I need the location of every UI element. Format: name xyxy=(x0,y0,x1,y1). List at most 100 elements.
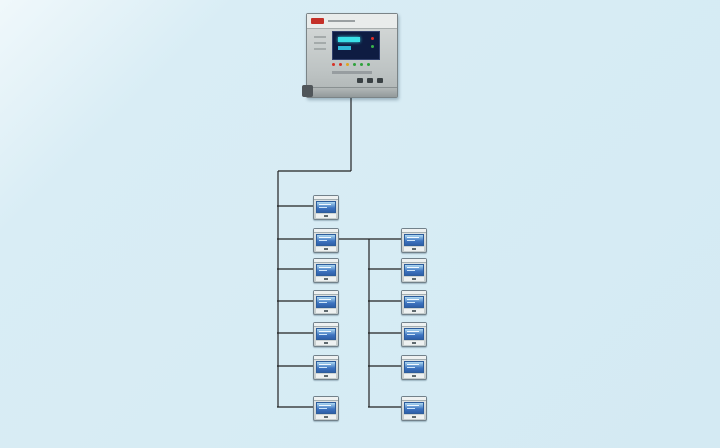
detector-screen xyxy=(404,234,424,246)
detector-cap xyxy=(402,291,426,295)
detector-cap xyxy=(402,229,426,233)
detector-cap xyxy=(314,229,338,233)
detector-screen xyxy=(316,361,336,373)
detector-screen-text-line xyxy=(319,405,331,406)
gas-detector-left-1 xyxy=(313,195,339,220)
detector-screen xyxy=(316,234,336,246)
detector-base xyxy=(404,247,424,251)
detector-screen-text-line xyxy=(319,302,327,303)
detector-terminal xyxy=(412,310,416,312)
detector-screen-text-line xyxy=(319,270,327,271)
detector-screen-text-line xyxy=(407,367,415,368)
model-label xyxy=(332,71,372,74)
gas-detector-left-7 xyxy=(313,396,339,421)
detector-base xyxy=(404,341,424,345)
detector-terminal xyxy=(324,342,328,344)
detector-terminal xyxy=(324,278,328,280)
speaker-vents xyxy=(314,36,326,54)
detector-base xyxy=(404,415,424,419)
detector-screen-text-line xyxy=(407,237,419,238)
display-alarm-dot xyxy=(371,37,374,40)
detector-screen-text-line xyxy=(407,240,415,241)
gas-detector-right-3 xyxy=(401,290,427,315)
detector-screen-text-line xyxy=(407,334,415,335)
detector-screen-text-line xyxy=(319,240,327,241)
detector-base xyxy=(316,214,336,218)
gas-detector-right-4 xyxy=(401,322,427,347)
gas-detector-left-5 xyxy=(313,322,339,347)
detector-screen xyxy=(404,264,424,276)
detector-cap xyxy=(402,259,426,263)
status-led-4 xyxy=(360,63,363,66)
detector-screen-text-line xyxy=(407,267,419,268)
gas-detector-right-6 xyxy=(401,396,427,421)
detector-terminal xyxy=(412,278,416,280)
detector-screen-text-line xyxy=(407,302,415,303)
gas-detector-left-3 xyxy=(313,258,339,283)
detector-screen-text-line xyxy=(319,237,331,238)
detector-terminal xyxy=(324,215,328,217)
detector-screen-text-line xyxy=(319,299,331,300)
detector-base xyxy=(316,374,336,378)
detector-screen-text-line xyxy=(319,207,327,208)
detector-base xyxy=(404,277,424,281)
detector-screen xyxy=(404,328,424,340)
detector-screen-text-line xyxy=(319,334,327,335)
detector-screen-text-line xyxy=(407,299,419,300)
status-led-3 xyxy=(353,63,356,66)
display-readout xyxy=(338,37,360,42)
detector-terminal xyxy=(412,375,416,377)
status-led-row xyxy=(332,63,370,66)
detector-terminal xyxy=(324,248,328,250)
gas-detector-right-1 xyxy=(401,228,427,253)
detector-base xyxy=(316,309,336,313)
brand-logo xyxy=(311,18,324,24)
detector-screen-text-line xyxy=(319,408,327,409)
gas-detector-left-4 xyxy=(313,290,339,315)
detector-cap xyxy=(314,356,338,360)
controller-bottom-panel xyxy=(307,87,397,97)
detector-screen-text-line xyxy=(407,405,419,406)
detector-screen-text-line xyxy=(319,367,327,368)
detector-screen-text-line xyxy=(407,364,419,365)
detector-screen xyxy=(404,402,424,414)
detector-cap xyxy=(314,397,338,401)
controller-title-text xyxy=(328,20,355,22)
gas-detector-left-2 xyxy=(313,228,339,253)
detector-screen-text-line xyxy=(407,408,415,409)
detector-screen xyxy=(316,328,336,340)
detector-terminal xyxy=(324,375,328,377)
status-led-5 xyxy=(367,63,370,66)
detector-base xyxy=(316,341,336,345)
display-status-dot xyxy=(371,45,374,48)
detector-terminal xyxy=(412,248,416,250)
detector-screen xyxy=(316,296,336,308)
detector-base xyxy=(316,247,336,251)
detector-screen xyxy=(316,402,336,414)
detector-base xyxy=(316,415,336,419)
detector-base xyxy=(404,374,424,378)
detector-cap xyxy=(314,291,338,295)
detector-cap xyxy=(402,323,426,327)
gas-detector-right-2 xyxy=(401,258,427,283)
detector-screen-text-line xyxy=(407,331,419,332)
detector-terminal xyxy=(324,310,328,312)
controller-keys xyxy=(357,78,383,83)
detector-base xyxy=(404,309,424,313)
display-readout-secondary xyxy=(338,46,351,50)
detector-screen xyxy=(316,264,336,276)
alarm-controller xyxy=(302,13,398,98)
detector-terminal xyxy=(324,416,328,418)
status-led-1 xyxy=(339,63,342,66)
detector-screen xyxy=(404,296,424,308)
status-led-2 xyxy=(346,63,349,66)
sounder xyxy=(302,85,313,97)
status-led-0 xyxy=(332,63,335,66)
gas-detector-right-5 xyxy=(401,355,427,380)
detector-cap xyxy=(402,356,426,360)
controller-display xyxy=(332,31,380,60)
detector-screen xyxy=(404,361,424,373)
detector-cap xyxy=(314,196,338,200)
